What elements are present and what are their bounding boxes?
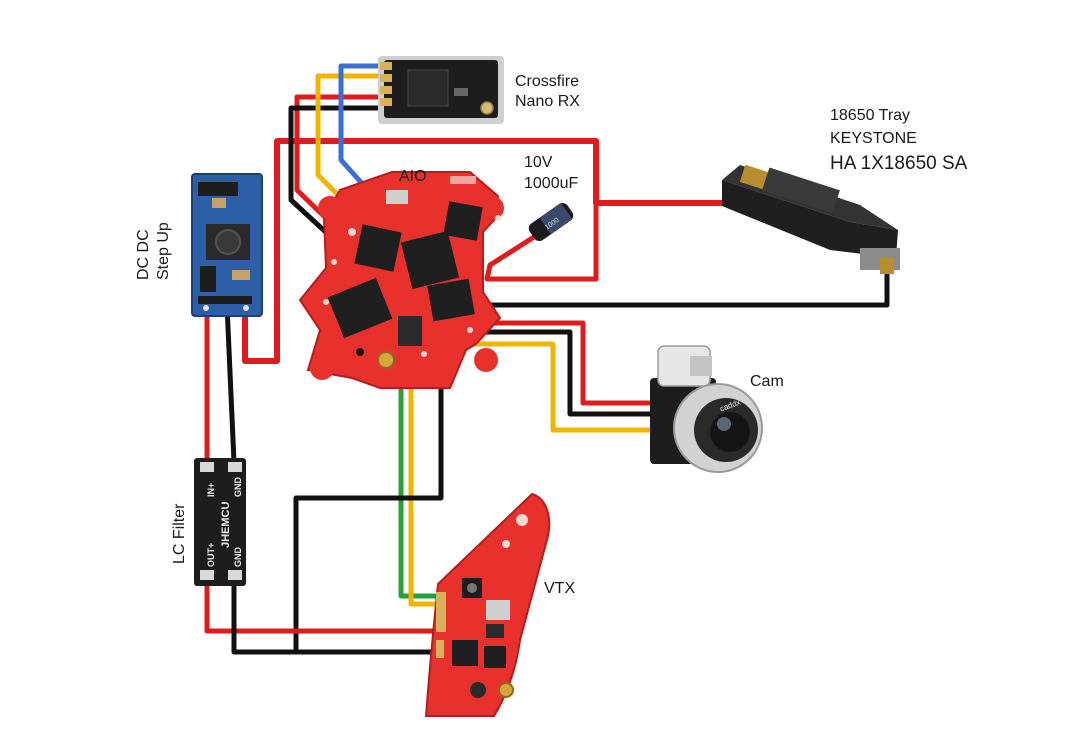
wire-yellow-vtx — [408, 359, 445, 607]
wire-red-lc-vtx — [204, 578, 439, 634]
lc-filter: IN+ GND JHEMCU OUT+ GND — [194, 458, 246, 586]
wire-black-crossfire — [288, 105, 383, 239]
lc-label-gnd-top: GND — [233, 477, 243, 498]
battery-tray — [722, 164, 900, 274]
lc-label-out-plus: OUT+ — [206, 543, 216, 567]
battery-tray-label-line-3: HA 1X18650 SA — [830, 153, 968, 175]
wires — [204, 63, 890, 655]
battery-tray-label: 18650 Tray KEYSTONE HA 1X18650 SA — [830, 104, 967, 178]
lc-label-gnd-bottom: GND — [233, 547, 243, 568]
wire-green-vtx — [398, 359, 444, 599]
battery-tray-label-line-1: 18650 Tray — [830, 107, 911, 124]
wire-blue-crossfire — [338, 63, 387, 193]
aio-label: AIO — [399, 168, 427, 185]
lc-filter-label: LC Filter — [171, 503, 188, 564]
wire-black-battery — [483, 268, 890, 308]
wire-black-dcdc-lc — [224, 302, 237, 465]
lc-brand-label: JHEMCU — [220, 501, 232, 548]
crossfire-label-line-1: Crossfire — [515, 73, 580, 90]
cam-label: Cam — [750, 373, 784, 390]
wire-yellow-cam — [449, 341, 655, 433]
lc-label-in-plus: IN+ — [206, 483, 216, 497]
capacitor: 1000 — [528, 202, 574, 242]
crossfire-label-line-2: Nano RX — [515, 93, 580, 110]
wire-black-lc-vtx — [231, 578, 439, 655]
dcdc-label-line-1: DC DC — [135, 229, 152, 280]
camera: caddx — [650, 345, 763, 473]
crossfire-label: Crossfire Nano RX — [515, 72, 580, 112]
wire-red-cam — [463, 320, 655, 406]
dcdc-label-line-2: Step Up — [155, 222, 172, 280]
capacitor-label-line-1: 10V — [524, 154, 553, 171]
crossfire-nano-rx — [378, 56, 504, 124]
wire-black-vtx-aio — [293, 355, 444, 655]
capacitor-label: 10V 1000uF — [524, 153, 578, 195]
wire-black-cam — [459, 329, 655, 417]
wire-red-cap — [484, 200, 599, 282]
capacitor-label-line-2: 1000uF — [524, 174, 579, 192]
dcdc-step-up — [191, 173, 263, 317]
vtx-board — [424, 492, 551, 717]
aio-board — [298, 171, 504, 389]
dcdc-label: DC DC Step Up — [134, 222, 174, 280]
vtx-label: VTX — [544, 580, 576, 597]
wire-yellow-crossfire — [315, 73, 387, 211]
battery-tray-label-line-2: KEYSTONE — [830, 130, 917, 148]
